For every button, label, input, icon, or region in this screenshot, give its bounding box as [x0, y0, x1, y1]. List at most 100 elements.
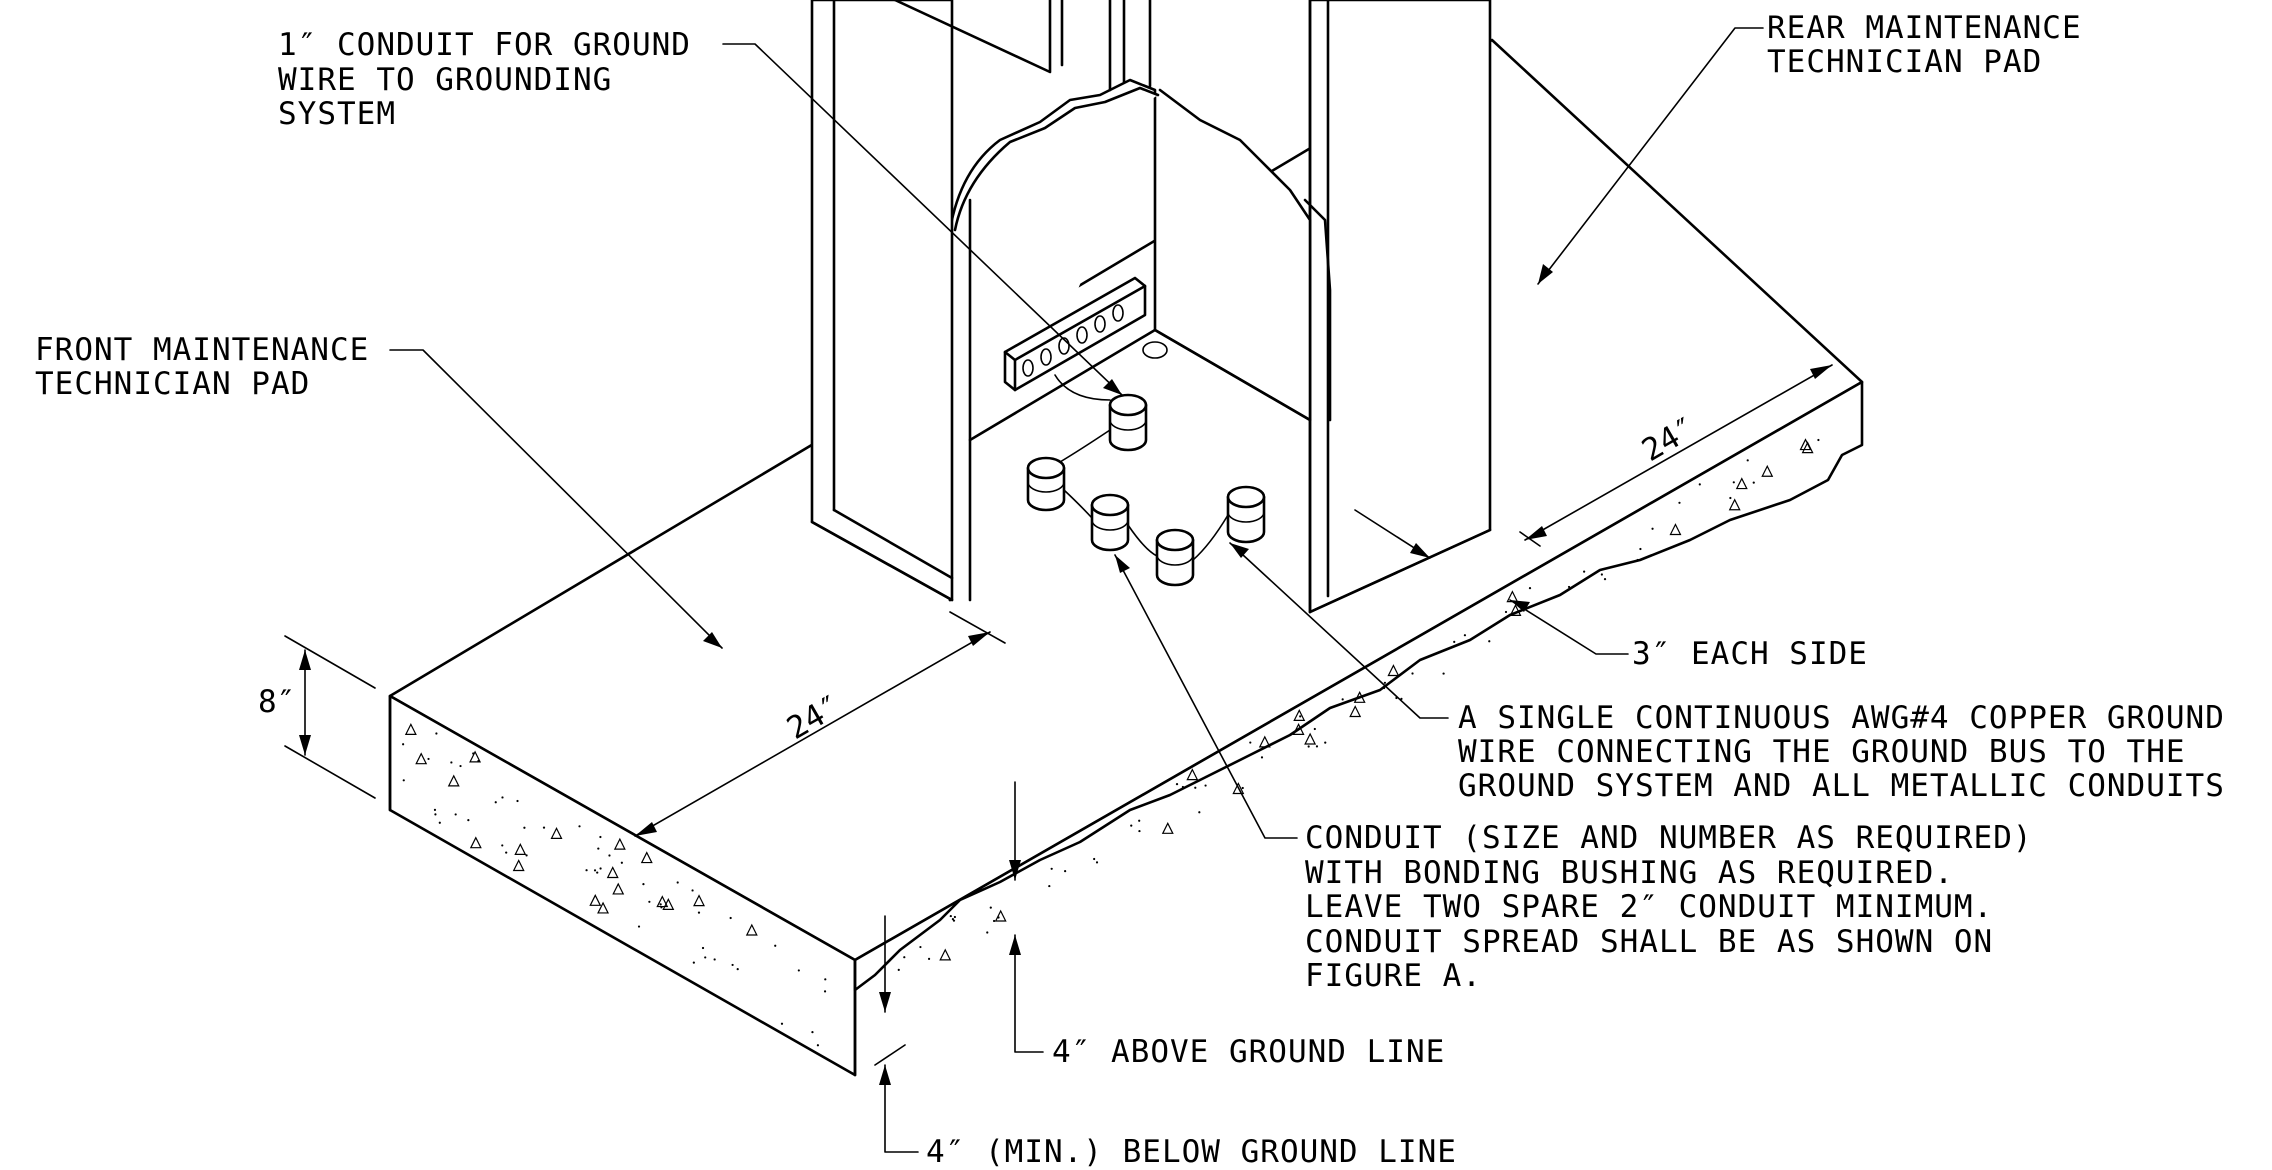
stipple-dot: [731, 963, 734, 967]
ground-bus-bar: [1003, 276, 1168, 392]
stipple-dot: [659, 903, 662, 906]
conduit-4: [1226, 485, 1266, 544]
stipple-dot: [438, 821, 441, 824]
stipple-triangle: [1509, 604, 1522, 616]
stipple-triangle: [597, 901, 610, 914]
stipple-dot: [1205, 775, 1208, 778]
stipple-dot: [676, 881, 679, 884]
stipple-triangle: [1161, 821, 1174, 834]
stipple-triangle: [1293, 709, 1306, 722]
stipple-dot: [402, 779, 405, 782]
stipple-dot: [1299, 715, 1302, 718]
stipple-triangle: [1728, 498, 1741, 511]
stipple-dot: [467, 819, 470, 822]
stipple-triangle: [589, 893, 602, 906]
stipple-dot: [736, 968, 739, 971]
stipple-dot: [1130, 824, 1133, 827]
stipple-dot: [1504, 610, 1508, 614]
below-ground-label: 4″ (MIN.) BELOW GROUND LINE: [926, 1134, 1457, 1170]
stipple-triangle: [612, 882, 625, 895]
stipple-dot: [1315, 745, 1319, 748]
stipple-dot: [1241, 786, 1244, 790]
stipple-dot: [1260, 756, 1264, 759]
stipple-dot: [1528, 587, 1532, 590]
each-side-label: 3″ EACH SIDE: [1632, 636, 1868, 672]
stipple-dot: [701, 946, 705, 950]
stipple-dot: [1194, 786, 1197, 789]
stipple-dot: [1817, 438, 1820, 442]
conduit-3: [1155, 528, 1195, 587]
stipple-dot: [516, 799, 519, 803]
stipple-dot: [1453, 640, 1456, 643]
stipple-dot: [599, 835, 602, 839]
stipple-triangle: [1735, 477, 1748, 490]
stipple-triangle: [1761, 464, 1774, 477]
concrete-stipple: [402, 438, 1820, 1047]
stipple-dot: [434, 813, 437, 816]
ground-conduit-label: 1″ CONDUIT FOR GROUND WIRE TO GROUNDING …: [278, 27, 711, 132]
leaders: [389, 27, 1764, 1153]
stipple-dot: [797, 969, 800, 972]
stipple-dot: [402, 743, 405, 746]
stipple-dot: [1324, 741, 1327, 744]
stipple-dot: [494, 801, 497, 804]
stipple-dot: [660, 906, 663, 909]
stipple-dot: [713, 958, 716, 961]
stipple-dot: [1383, 686, 1386, 690]
stipple-triangle: [415, 752, 428, 765]
stipple-triangle: [1353, 690, 1366, 703]
conduit-1: [1026, 456, 1066, 512]
stipple-dot: [697, 911, 701, 914]
stipple-dot: [1603, 578, 1607, 581]
rear-pad-label: REAR MAINTENANCE TECHNICIAN PAD: [1767, 10, 2101, 80]
stipple-dot: [542, 826, 546, 829]
stipple-dot: [597, 847, 600, 850]
stipple-dot: [454, 813, 457, 816]
stipple-dot: [1583, 570, 1586, 573]
stipple-dot: [1639, 547, 1642, 551]
stipple-dot: [1729, 496, 1732, 500]
stipple-dot: [729, 916, 732, 920]
ground-conduit: [1108, 393, 1148, 452]
stipple-dot: [637, 925, 641, 928]
stipple-dot: [989, 906, 992, 909]
stipple-dot: [952, 919, 956, 922]
stipple-triangle: [1292, 723, 1305, 735]
stipple-dot: [1313, 727, 1316, 731]
stipple-triangle: [1258, 735, 1271, 748]
stipple-dot: [1651, 527, 1654, 530]
above-ground-label: 4″ ABOVE GROUND LINE: [1052, 1034, 1445, 1070]
stipple-dot: [1249, 741, 1252, 744]
stipple-dot: [1600, 573, 1603, 576]
stipple-triangle: [550, 827, 563, 839]
stipple-dot: [1698, 483, 1701, 486]
stipple-dot: [1064, 870, 1067, 873]
stipple-triangle: [693, 894, 705, 907]
stipple-dot: [927, 957, 931, 960]
stipple-dot: [823, 990, 827, 993]
stipple-dot: [774, 944, 777, 947]
stipple-dot: [596, 871, 599, 874]
stipple-dot: [1636, 558, 1639, 562]
stipple-dot: [450, 761, 453, 764]
stipple-dot: [523, 826, 526, 829]
stipple-triangle: [662, 897, 675, 910]
stipple-dot: [949, 914, 952, 918]
stipple-dot: [997, 916, 1000, 919]
stipple-dot: [824, 978, 827, 981]
stipple-dot: [1138, 829, 1141, 833]
stipple-dot: [1138, 819, 1141, 822]
stipple-triangle: [1349, 705, 1362, 718]
stipple-dot: [1567, 585, 1571, 589]
slab-thickness-dim: 8″: [258, 684, 295, 720]
stipple-triangle: [994, 909, 1007, 922]
stipple-dot: [1383, 681, 1387, 684]
stipple-dot: [691, 889, 694, 892]
stipple-triangle: [1801, 441, 1814, 454]
stipple-dot: [780, 1022, 784, 1025]
conduits: [1026, 374, 1266, 587]
stipple-dot: [992, 919, 996, 923]
stipple-dot: [505, 851, 508, 854]
stipple-dot: [692, 961, 695, 964]
